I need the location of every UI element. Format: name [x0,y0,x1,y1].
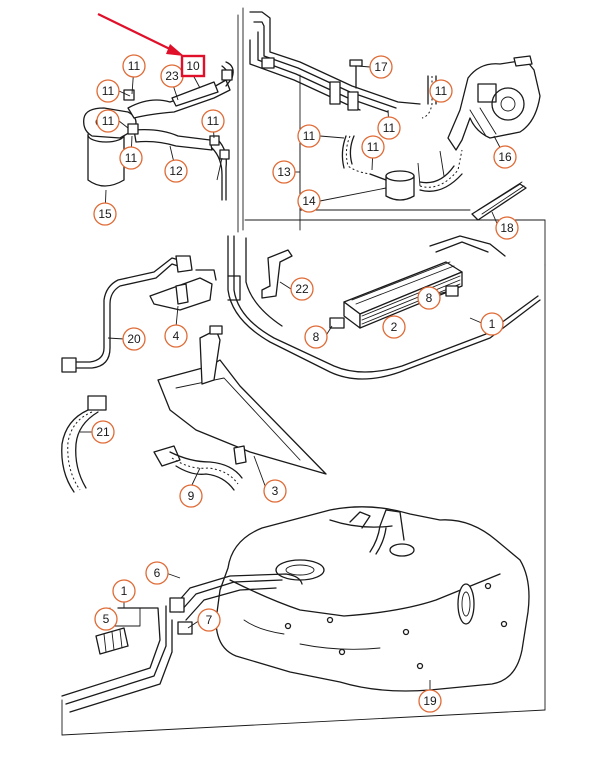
callout-11-a[interactable]: 11 [122,54,146,78]
callout-label: 13 [277,165,291,179]
callout-label: 4 [173,329,180,343]
callout-label: 16 [498,150,512,164]
callout-8-b[interactable]: 8 [304,325,328,349]
callout-label: 11 [102,84,115,98]
callout-label: 11 [125,151,138,165]
callout-label: 6 [154,566,161,580]
callout-19[interactable]: 19 [418,689,442,713]
callout-2[interactable]: 2 [382,315,406,339]
callout-13[interactable]: 13 [272,160,296,184]
callout-11-d[interactable]: 11 [201,109,225,133]
callout-11-b[interactable]: 11 [96,79,120,103]
left-middle-parts [61,255,327,493]
callout-label: 11 [367,140,380,154]
callout-label: 7 [206,613,213,627]
callout-label: 21 [96,425,110,439]
callout-label: 11 [128,59,141,73]
callout-label: 1 [489,317,496,331]
callout-11-c[interactable]: 11 [96,109,120,133]
callout-11-e[interactable]: 11 [119,146,143,170]
callout-label: 3 [272,484,279,498]
callout-4[interactable]: 4 [164,324,188,348]
callout-label: 23 [165,69,179,83]
callout-label: 19 [423,694,437,708]
callout-label: 20 [127,332,141,346]
highlight-arrow [97,13,184,56]
callout-label: 2 [391,320,398,334]
callout-11-g[interactable]: 11 [377,116,401,140]
callout-16[interactable]: 16 [493,145,517,169]
callout-12[interactable]: 12 [164,159,188,183]
callout-11-h[interactable]: 11 [297,124,321,148]
callout-label: 18 [500,221,514,235]
callout-label: 11 [435,84,448,98]
callout-label: 11 [303,129,316,143]
callout-14[interactable]: 14 [297,189,321,213]
callout-label: 12 [169,164,183,178]
callout-label: 15 [98,207,112,221]
callout-label: 9 [188,489,195,503]
callout-22[interactable]: 22 [290,277,314,301]
callout-label: 11 [383,121,396,135]
callout-5[interactable]: 5 [94,607,118,631]
callout-6[interactable]: 6 [145,561,169,585]
callout-3[interactable]: 3 [263,479,287,503]
frame-lines [61,7,546,736]
callout-18[interactable]: 18 [495,216,519,240]
callout-1-a[interactable]: 1 [480,312,504,336]
fuel-cooler-assembly [227,235,541,380]
callout-label: 11 [102,114,115,128]
callout-label: 1 [121,584,128,598]
callout-23[interactable]: 23 [160,64,184,88]
callout-label: 11 [207,114,220,128]
callout-8-a[interactable]: 8 [417,286,441,310]
callout-11-i[interactable]: 11 [361,135,385,159]
callout-17[interactable]: 17 [369,55,393,79]
callout-20[interactable]: 20 [122,327,146,351]
callout-9[interactable]: 9 [179,484,203,508]
callout-21[interactable]: 21 [91,420,115,444]
callout-label: 8 [426,291,433,305]
callout-1-b[interactable]: 1 [112,579,136,603]
callout-11-f[interactable]: 11 [429,79,453,103]
upper-fuel-lines [249,11,541,221]
fuel-tank-assembly [61,506,530,713]
callout-label: 8 [313,330,320,344]
callout-label: 22 [295,282,309,296]
callout-10-highlighted[interactable]: 10 [180,54,206,78]
callout-label: 17 [374,60,388,74]
callout-7[interactable]: 7 [197,608,221,632]
callout-label: 14 [302,194,316,208]
callout-label: 5 [103,612,110,626]
callout-15[interactable]: 15 [93,202,117,226]
callout-label: 10 [186,59,200,73]
